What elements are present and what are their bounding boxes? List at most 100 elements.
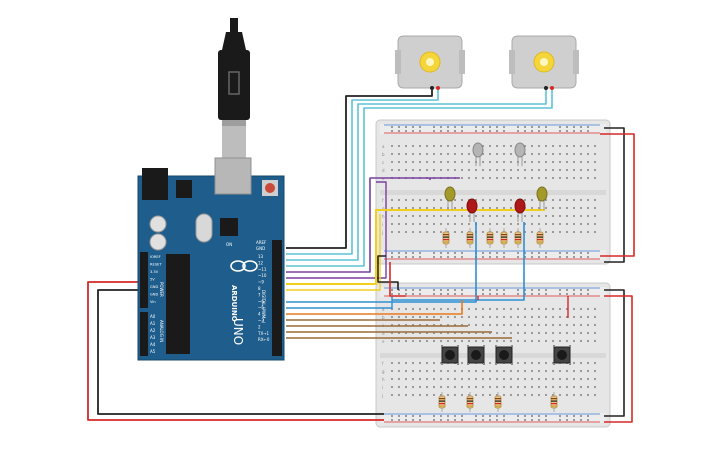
arduino-uno[interactable]: ARDUINO UNO DIGITAL (PWM~) POWER ANALOG …	[137, 157, 285, 361]
pin-label: A0	[150, 314, 156, 319]
wire-rail-red-right2	[604, 295, 633, 423]
power-section-label: POWER	[159, 282, 164, 297]
pin-label: TX→1	[257, 331, 270, 336]
row-label: e	[382, 339, 385, 344]
row-label: j	[381, 230, 383, 235]
pin-label: RX←0	[258, 337, 270, 342]
usb-port	[214, 157, 252, 195]
row-label: h	[382, 214, 385, 219]
pin-label: A3	[150, 335, 156, 340]
pin-label: Vin	[150, 300, 156, 304]
resistor[interactable]	[466, 392, 474, 412]
pin-label: 8	[258, 286, 261, 291]
wire-blue-2	[392, 222, 525, 301]
row-label: d	[382, 168, 385, 173]
pin-label: 5V	[150, 278, 155, 282]
wire-orange	[286, 300, 463, 315]
breadboard-upper	[375, 119, 611, 265]
row-label: c	[382, 160, 384, 165]
led-yellow-2[interactable]	[536, 186, 548, 210]
pin-label: A2	[150, 328, 156, 333]
row-label: d	[382, 331, 385, 336]
on-led-label: ON	[226, 242, 232, 247]
wire-purple-1	[286, 177, 460, 273]
dc-motor-1[interactable]	[395, 35, 465, 90]
pin-label: 7	[258, 292, 261, 297]
pin-label: ~5	[258, 305, 264, 310]
pin-label: 2	[258, 324, 261, 329]
resistor[interactable]	[466, 228, 474, 248]
wire-rail-red-left	[389, 262, 406, 297]
pin-label: GND	[150, 293, 158, 297]
header-power	[140, 252, 148, 308]
pin-label: A1	[150, 321, 156, 326]
row-label: a	[382, 307, 385, 312]
wire-blue-1	[286, 222, 477, 303]
digital-section-label: DIGITAL (PWM~)	[261, 290, 266, 324]
usb-cable	[218, 18, 250, 160]
pushbutton[interactable]	[441, 345, 459, 365]
led-white-1[interactable]	[472, 142, 484, 166]
arduino-model: UNO	[231, 318, 245, 345]
row-label: f	[382, 198, 384, 203]
wire-rail-black-right	[604, 127, 625, 263]
row-label: f	[382, 361, 384, 366]
wire-gnd-black	[97, 289, 384, 415]
pin-label: ~6	[258, 299, 264, 304]
resistor[interactable]	[550, 392, 558, 412]
pin-label: A5	[150, 349, 156, 354]
row-label: g	[382, 206, 385, 211]
row-label: i	[382, 385, 383, 390]
row-label: b	[382, 315, 385, 320]
led-white-2[interactable]	[514, 142, 526, 166]
resistor[interactable]	[486, 228, 494, 248]
pin-label: ~9	[258, 280, 264, 285]
wire-rail-black-left	[377, 255, 399, 290]
resistor[interactable]	[536, 228, 544, 248]
pin-label: RESET	[150, 263, 162, 267]
wire-yellow-2	[286, 214, 381, 291]
led-red-2[interactable]	[514, 198, 526, 222]
capacitor-2	[149, 233, 167, 251]
wire-red-center	[477, 296, 569, 318]
header-digital	[272, 240, 282, 356]
wire-motor1-black	[286, 90, 433, 249]
resistor[interactable]	[438, 392, 446, 412]
resistor[interactable]	[494, 392, 502, 412]
pushbutton[interactable]	[553, 345, 571, 365]
led-red-1[interactable]	[466, 198, 478, 222]
resistor[interactable]	[514, 228, 522, 248]
pushbutton[interactable]	[467, 345, 485, 365]
pin-label: GND	[256, 246, 265, 251]
wire-rail-black-right2	[604, 289, 625, 417]
pushbutton[interactable]	[495, 345, 513, 365]
row-label: a	[382, 144, 385, 149]
pin-label: GND	[150, 285, 158, 289]
pin-label: ~3	[258, 318, 264, 323]
pin-label: 12	[258, 260, 264, 265]
row-label: i	[382, 222, 383, 227]
wire-motor2-black	[286, 90, 547, 261]
power-jack	[142, 168, 168, 200]
wire-yellow	[286, 209, 545, 285]
pin-label: A4	[150, 342, 156, 347]
breadboard-lower	[375, 282, 611, 428]
led-yellow-1[interactable]	[444, 186, 456, 210]
pushbuttons[interactable]	[441, 345, 571, 365]
row-label: h	[382, 377, 385, 382]
pin-label: ~10	[258, 273, 267, 278]
resistor[interactable]	[500, 228, 508, 248]
pin-label: 4	[258, 312, 261, 317]
wire-motor1-red	[286, 90, 439, 255]
resistor[interactable]	[442, 228, 450, 248]
pin-label: 3.3V	[150, 270, 159, 274]
pin-label: AREF	[256, 240, 267, 245]
dc-motor-2[interactable]	[509, 35, 579, 90]
wire-motor2-red	[286, 90, 553, 267]
row-label: j	[381, 393, 383, 398]
arduino-logo	[230, 260, 258, 272]
